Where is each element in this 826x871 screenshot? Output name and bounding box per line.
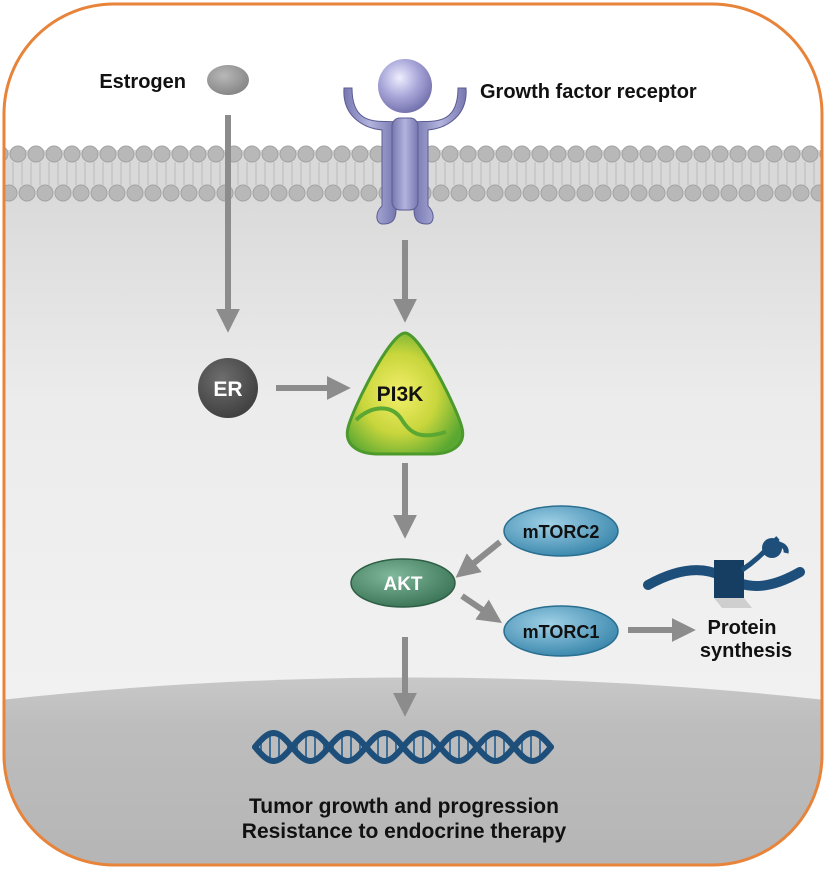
dna-helix-icon	[252, 729, 554, 765]
akt-node	[350, 558, 456, 608]
protein-synthesis-icon	[643, 536, 805, 608]
protein-label-line2: synthesis	[700, 640, 792, 662]
protein-label-line1: Protein	[708, 617, 777, 639]
outcome-label-line1: Tumor growth and progression	[249, 795, 559, 818]
growth-factor-receptor-icon	[343, 59, 467, 225]
mtorc2-node	[503, 505, 619, 557]
er-node	[198, 358, 258, 418]
nucleus	[4, 677, 822, 865]
pi3k-label: PI3K	[377, 383, 424, 406]
outcome-label-line2: Resistance to endocrine therapy	[242, 820, 567, 843]
mtorc1-label: mTORC1	[523, 622, 600, 642]
akt-label: AKT	[383, 574, 422, 595]
arrow-mtorc2-to-akt	[455, 539, 502, 578]
mtorc1-node	[503, 605, 619, 657]
cell-membrane	[4, 145, 822, 202]
mtorc2-label: mTORC2	[523, 522, 600, 542]
er-label: ER	[213, 378, 242, 401]
receptor-label: Growth factor receptor	[480, 81, 697, 103]
arrows	[216, 115, 696, 717]
estrogen-icon	[207, 65, 249, 95]
arrow-akt-to-mtorc1	[460, 593, 502, 624]
estrogen-label: Estrogen	[99, 71, 186, 93]
pi3k-node	[345, 331, 465, 456]
